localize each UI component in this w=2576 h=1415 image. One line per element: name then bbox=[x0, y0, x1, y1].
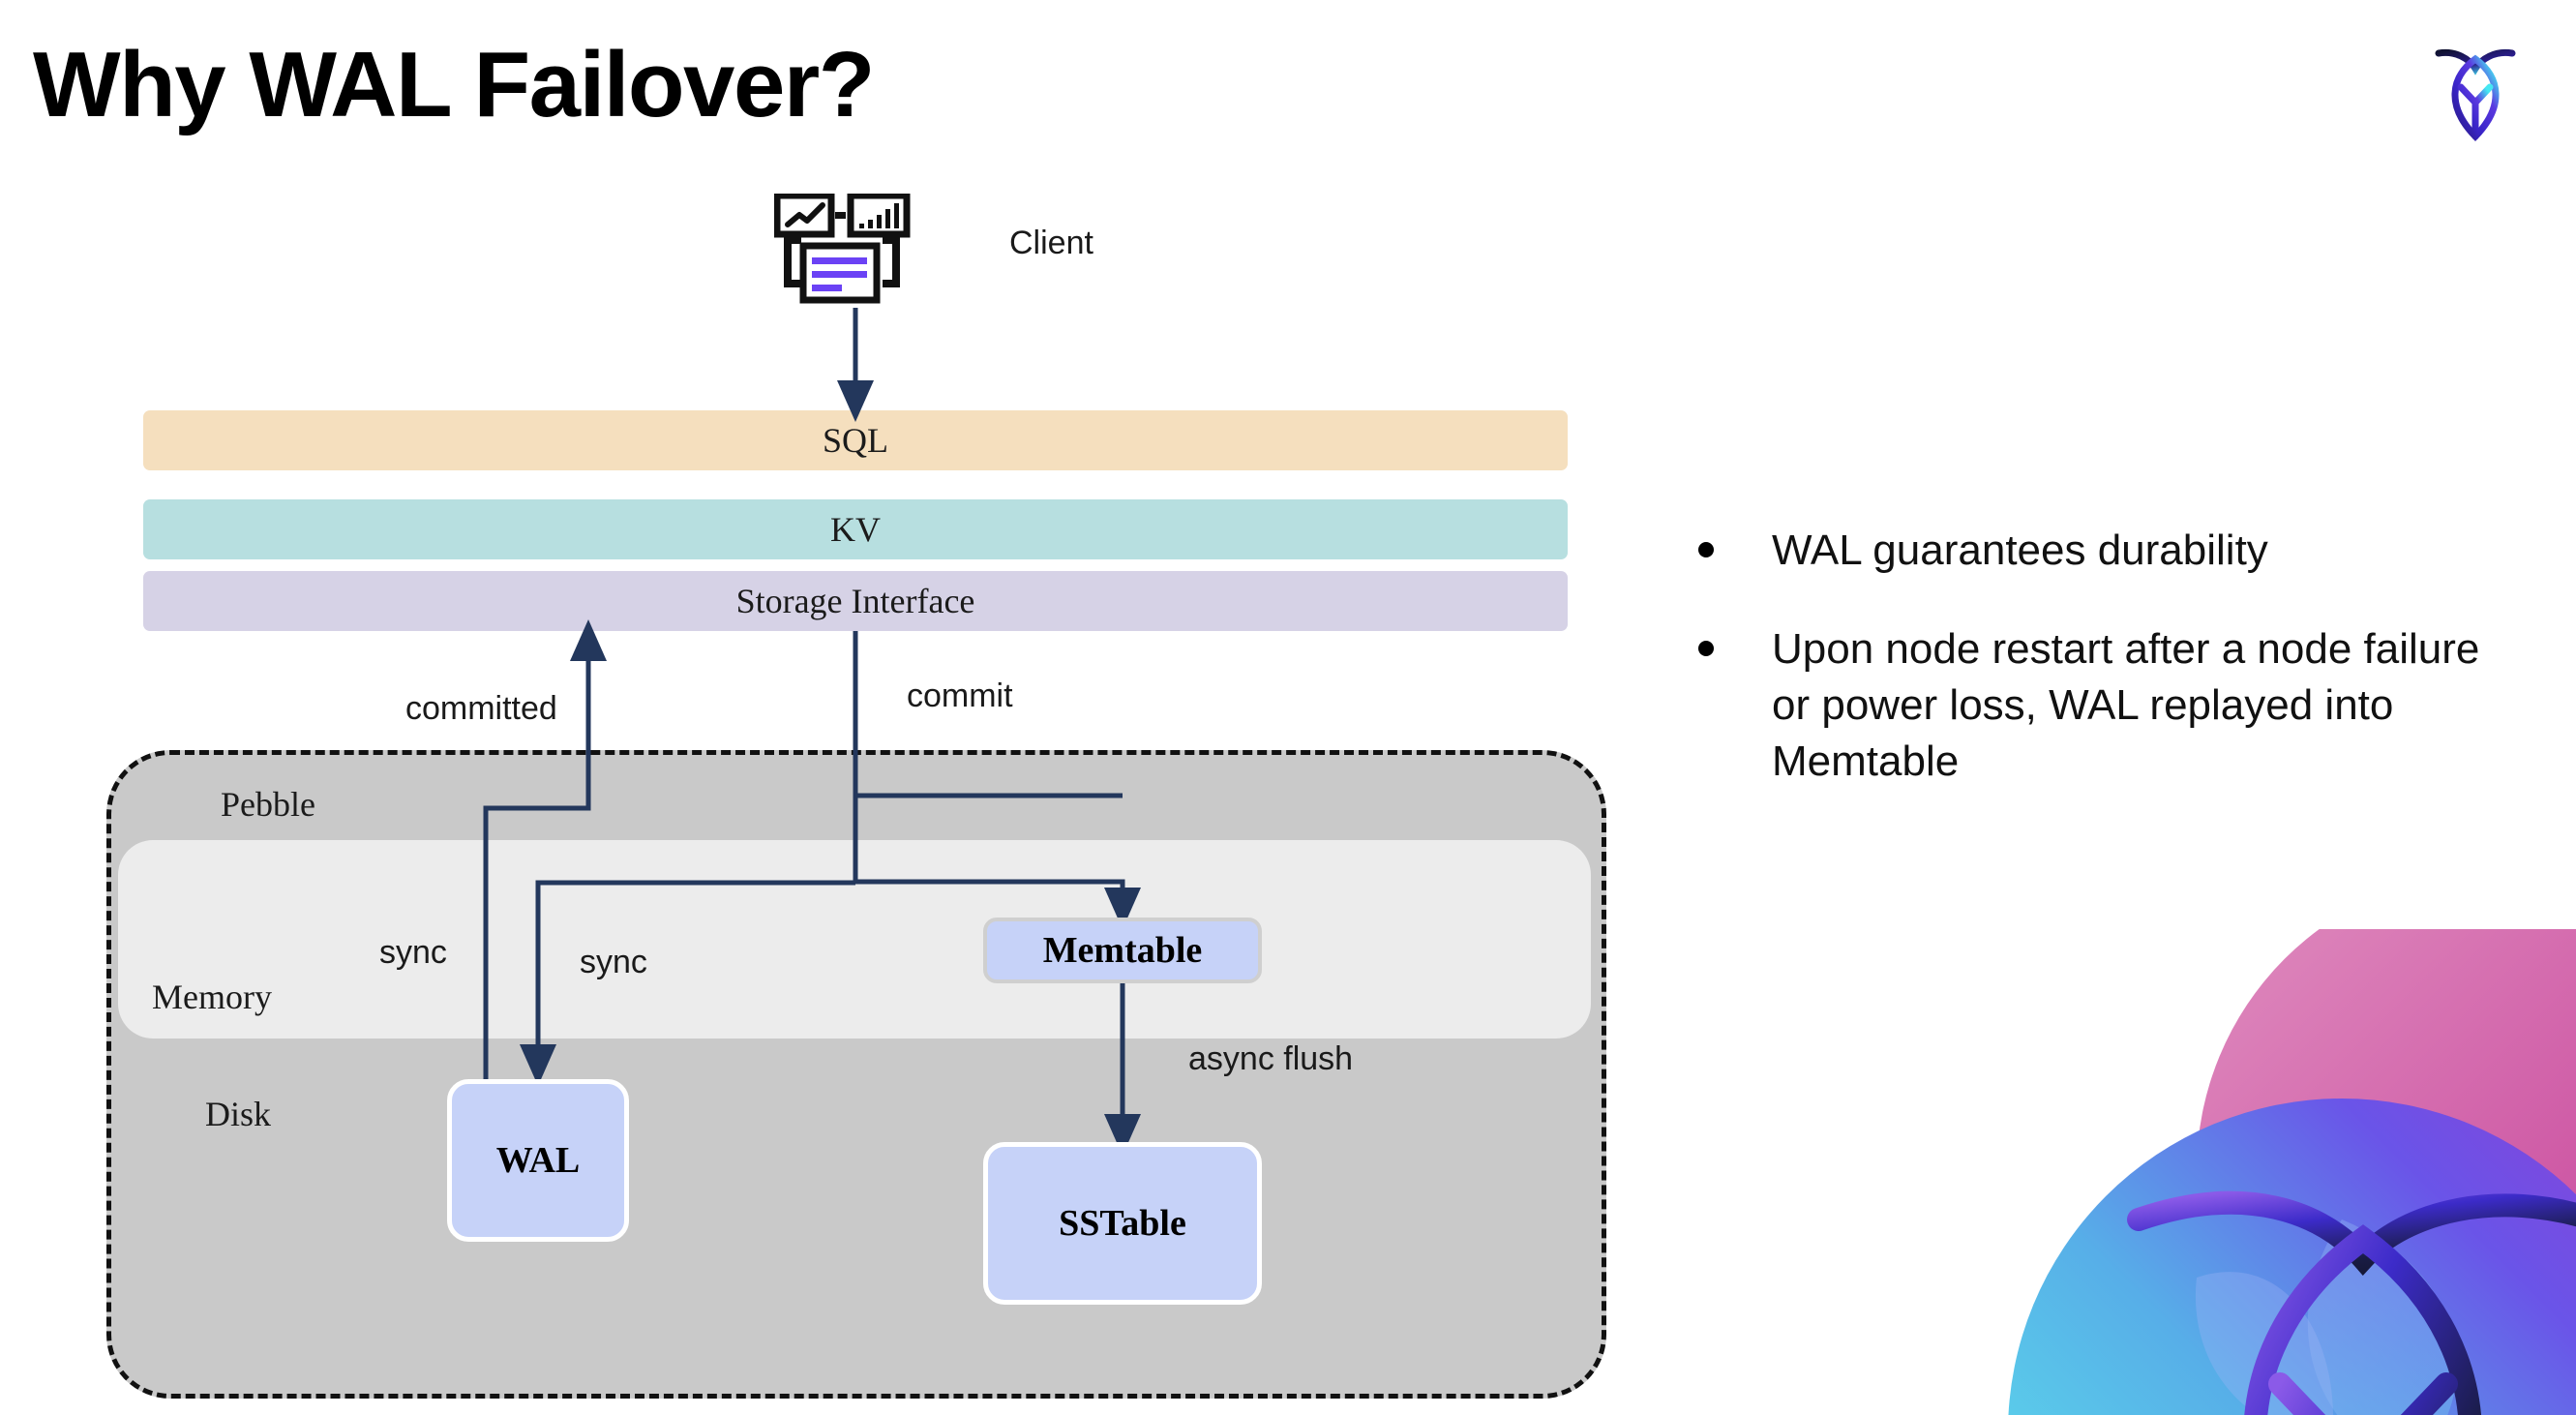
bullet-text: Upon node restart after a node failure o… bbox=[1772, 625, 2480, 786]
edge-label-async-flush: async flush bbox=[1188, 1040, 1354, 1077]
bullet-dot-icon bbox=[1698, 542, 1714, 557]
node-wal: WAL bbox=[447, 1079, 629, 1242]
disk-label: Disk bbox=[205, 1095, 272, 1133]
list-item: Upon node restart after a node failure o… bbox=[1698, 621, 2492, 790]
pebble-label: Pebble bbox=[221, 785, 315, 824]
node-sstable: SSTable bbox=[983, 1142, 1262, 1305]
client-dashboard-icon bbox=[773, 192, 929, 310]
gradient-circles-decoration bbox=[1955, 929, 2576, 1415]
node-memtable: Memtable bbox=[983, 918, 1262, 983]
edge-label-sync-left: sync bbox=[379, 934, 447, 971]
bullet-text: WAL guarantees durability bbox=[1772, 527, 2268, 574]
client-label: Client bbox=[1009, 225, 1093, 261]
memory-label: Memory bbox=[152, 978, 272, 1016]
layer-bar-sql: SQL bbox=[143, 410, 1568, 470]
layer-bar-kv: KV bbox=[143, 499, 1568, 559]
cockroach-labs-logo bbox=[2417, 27, 2533, 148]
bullet-list: WAL guarantees durability Upon node rest… bbox=[1698, 523, 2492, 832]
edge-label-committed: committed bbox=[405, 690, 557, 727]
list-item: WAL guarantees durability bbox=[1698, 523, 2492, 579]
edge-label-commit: commit bbox=[907, 677, 1013, 714]
memory-region bbox=[118, 840, 1591, 1039]
layer-bar-storage-interface: Storage Interface bbox=[143, 571, 1568, 631]
page-title: Why WAL Failover? bbox=[33, 33, 875, 136]
bullet-dot-icon bbox=[1698, 641, 1714, 657]
edge-label-sync-right: sync bbox=[580, 944, 647, 980]
